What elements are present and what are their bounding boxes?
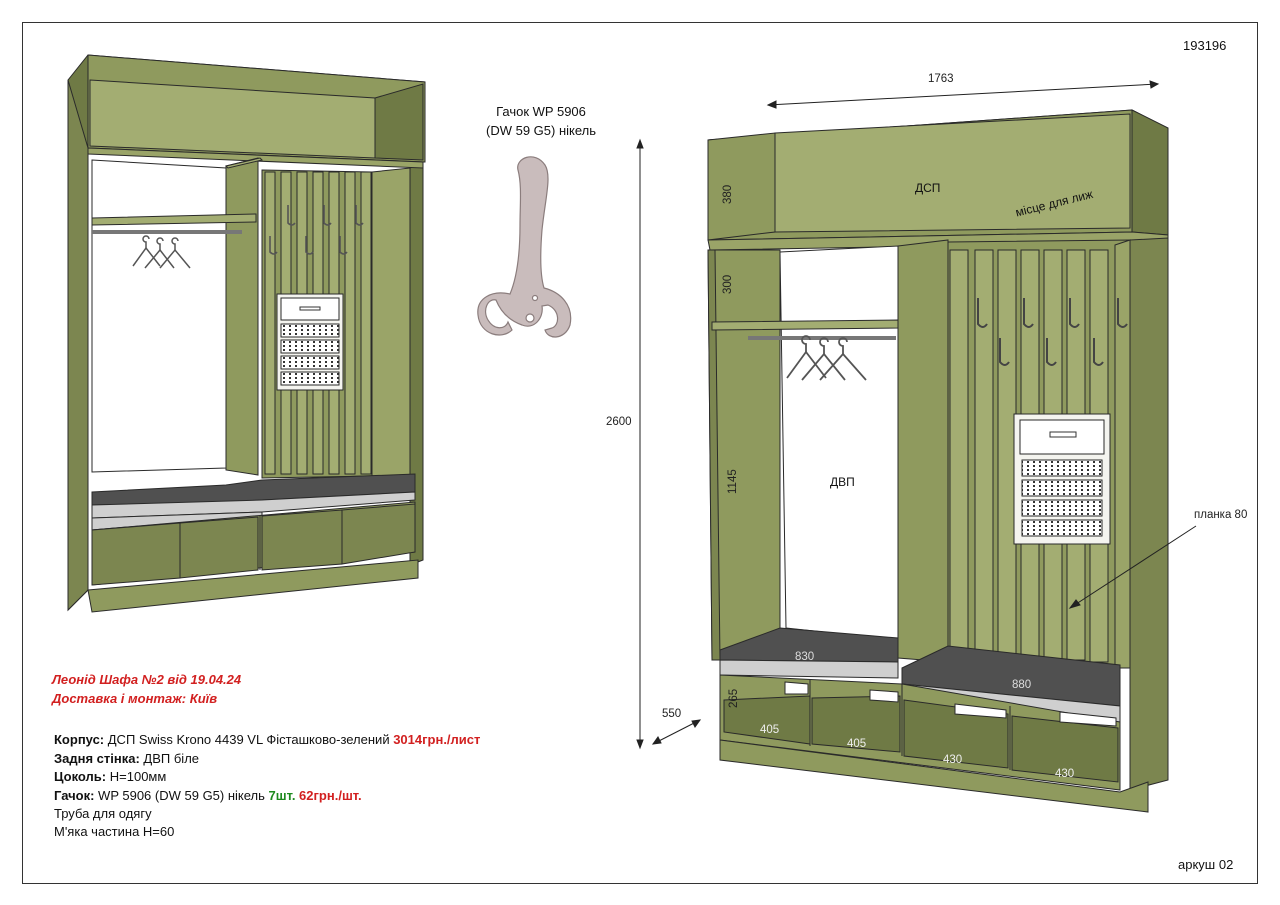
dim-cell-2: 405: [847, 738, 867, 750]
dim-cell-3: 430: [943, 754, 963, 766]
dim-height: 2600: [606, 416, 632, 428]
dim-middle: 1145: [727, 469, 739, 494]
spec-hook-qty: 7шт.: [268, 788, 296, 803]
dim-width: 1763: [928, 73, 954, 85]
sheet-id: 193196: [1183, 38, 1227, 53]
spec-pipe: Труба для одягу: [54, 806, 152, 821]
dim-depth: 550: [662, 708, 682, 720]
spec-hook-value: WP 5906 (DW 59 G5) нікель: [94, 788, 269, 803]
order-delivery: Доставка і монтаж: Київ: [52, 691, 218, 706]
sheet-number: аркуш 02: [1178, 857, 1234, 872]
spec-plinth: Цоколь: Н=100мм: [54, 769, 166, 784]
order-title: Леонід Шафа №2 від 19.04.24: [52, 672, 242, 687]
label-dvp: ДВП: [830, 475, 855, 489]
spec-hook-label: Гачок:: [54, 788, 95, 803]
spec-back-label: Задня стінка:: [54, 751, 140, 766]
label-dsp: ДСП: [915, 181, 941, 195]
right-cabinet-view: [707, 109, 1169, 813]
spec-hook: Гачок: WP 5906 (DW 59 G5) нікель 7шт. 62…: [54, 788, 362, 803]
dim-seat-left: 830: [795, 651, 815, 663]
spec-body-price: 3014грн./лист: [393, 732, 481, 747]
spec-body: Корпус: ДСП Swiss Krono 4439 VL Фісташко…: [54, 732, 480, 747]
spec-plinth-value: Н=100мм: [106, 769, 167, 784]
coat-hook-icon: [477, 156, 572, 338]
hook-caption-line1: Гачок WP 5906: [496, 104, 586, 119]
dim-plank: планка 80: [1194, 509, 1248, 521]
spec-back: Задня стінка: ДВП біле: [54, 751, 199, 766]
hook-caption: Гачок WP 5906 (DW 59 G5) нікель: [476, 102, 606, 140]
dim-seat-right: 880: [1012, 679, 1032, 691]
dimension-lines: [636, 80, 1197, 750]
spec-body-value: ДСП Swiss Krono 4439 VL Фісташково-зелен…: [104, 732, 394, 747]
spec-soft: М'яка частина Н=60: [54, 824, 175, 839]
left-cabinet-view: [67, 54, 426, 613]
drawing-frame: [22, 22, 1258, 884]
dim-base: 265: [728, 688, 740, 708]
spec-back-value: ДВП біле: [139, 751, 200, 766]
spec-body-label: Корпус:: [54, 732, 105, 747]
hook-caption-line2: (DW 59 G5) нікель: [485, 123, 596, 138]
spec-hook-price: 62грн./шт.: [295, 788, 362, 803]
dim-cell-1: 405: [760, 724, 780, 736]
spec-plinth-label: Цоколь:: [54, 769, 107, 784]
dim-cell-4: 430: [1055, 768, 1075, 780]
dim-upper: 300: [722, 274, 734, 294]
dim-top: 380: [722, 184, 734, 204]
